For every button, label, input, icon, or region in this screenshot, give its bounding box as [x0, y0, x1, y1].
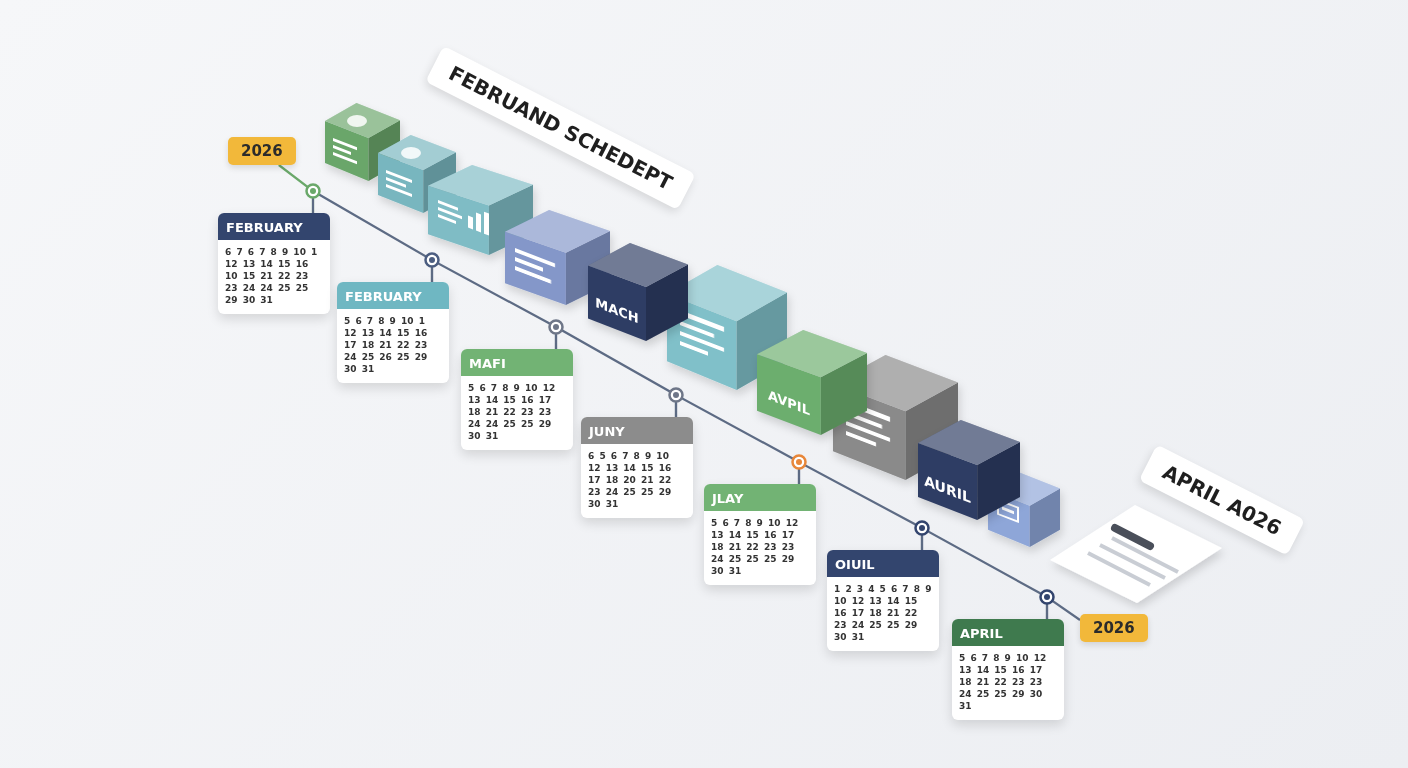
- calendar-days: 6 7 6 7 8 9 10 1 12 13 14 15 16 10 15 21…: [225, 246, 323, 306]
- cube-body: [918, 420, 1020, 520]
- year-tag: 2026: [228, 137, 296, 165]
- timeline-dot: [670, 389, 683, 402]
- card-body: 5 6 7 8 9 10 1 12 13 14 15 16 17 18 21 2…: [337, 309, 449, 383]
- icon: [401, 147, 421, 159]
- icon: [438, 194, 489, 237]
- timeline-dot-core: [796, 459, 802, 465]
- cube-body: [757, 330, 867, 435]
- document-icon: [1050, 505, 1222, 603]
- timeline-dot-core: [310, 188, 316, 194]
- label-text: FEBRUAND SCHEDEPT: [445, 61, 676, 195]
- timeline-dot: [793, 456, 806, 469]
- timeline-dot-core: [1044, 594, 1050, 600]
- card-header: JUNY: [581, 417, 693, 444]
- month-cube: AVPIL: [757, 330, 867, 435]
- card-body: 5 6 7 8 9 10 12 13 14 15 16 17 18 21 22 …: [952, 646, 1064, 720]
- cube-row: [325, 103, 1060, 547]
- title-label: APRIL A026: [1139, 445, 1305, 556]
- cube-shape: [757, 330, 867, 435]
- timeline-dot-core: [553, 324, 559, 330]
- month-name: MAFI: [469, 356, 506, 371]
- card-header: JLAY: [704, 484, 816, 511]
- timeline-dot: [916, 522, 929, 535]
- card-header: OIUIL: [827, 550, 939, 577]
- card-header: MAFI: [461, 349, 573, 376]
- document-line: [1088, 553, 1150, 585]
- calendar-card: JUNY 6 5 6 7 8 9 10 12 13 14 15 16 17 18 …: [581, 417, 693, 518]
- month-name: JUNY: [589, 424, 625, 439]
- label-text: APRIL A026: [1159, 460, 1286, 540]
- card-body: 6 7 6 7 8 9 10 1 12 13 14 15 16 10 15 21…: [218, 240, 330, 314]
- month-name: FEBRUARY: [226, 220, 303, 235]
- calendar-days: 5 6 7 8 9 10 12 13 14 15 16 17 18 21 22 …: [711, 517, 809, 577]
- timeline-connector: [922, 528, 1047, 619]
- calendar-days: 5 6 7 8 9 10 1 12 13 14 15 16 17 18 21 2…: [344, 315, 442, 375]
- month-name: APRIL: [960, 626, 1003, 641]
- year-tag: 2026: [1080, 614, 1148, 642]
- calendar-days: 1 2 3 4 5 6 7 8 9 10 12 13 14 15 16 17 1…: [834, 583, 932, 643]
- card-header: FEBRUARY: [337, 282, 449, 309]
- calendar-card: JLAY 5 6 7 8 9 10 12 13 14 15 16 17 18 21…: [704, 484, 816, 585]
- card-body: 5 6 7 8 9 10 12 13 14 15 16 17 18 21 22 …: [704, 511, 816, 585]
- timeline-connector: [313, 191, 432, 282]
- card-body: 6 5 6 7 8 9 10 12 13 14 15 16 17 18 20 2…: [581, 444, 693, 518]
- timeline-dot-core: [429, 257, 435, 263]
- card-body: 5 6 7 8 9 10 12 13 14 15 16 17 18 21 22 …: [461, 376, 573, 450]
- title-label: FEBRUAND SCHEDEPT: [425, 46, 696, 210]
- calendar-card: FEBRUARY 6 7 6 7 8 9 10 1 12 13 14 15 16 …: [218, 213, 330, 314]
- calendar-days: 6 5 6 7 8 9 10 12 13 14 15 16 17 18 20 2…: [588, 450, 686, 510]
- month-name: FEBRUARY: [345, 289, 422, 304]
- year-text: 2026: [1093, 619, 1135, 637]
- calendar-card: OIUIL 1 2 3 4 5 6 7 8 9 10 12 13 14 15 16…: [827, 550, 939, 651]
- document-sheet: [1050, 505, 1222, 603]
- icon: [347, 115, 367, 127]
- timeline-dot: [426, 254, 439, 267]
- cube-body: [588, 243, 688, 341]
- timeline-dot-core: [919, 525, 925, 531]
- timeline-connector: [432, 260, 556, 349]
- month-cube: AURIL: [918, 420, 1020, 520]
- timeline-dot: [550, 321, 563, 334]
- icon: [515, 248, 555, 285]
- card-header: APRIL: [952, 619, 1064, 646]
- document-line: [1112, 538, 1178, 572]
- card-body: 1 2 3 4 5 6 7 8 9 10 12 13 14 15 16 17 1…: [827, 577, 939, 651]
- timeline-dot: [1041, 591, 1054, 604]
- month-name: OIUIL: [835, 557, 875, 572]
- month-name: JLAY: [712, 491, 743, 506]
- calendar-days: 5 6 7 8 9 10 12 13 14 15 16 17 18 21 22 …: [959, 652, 1057, 712]
- month-cube: MACH: [588, 243, 688, 341]
- calendar-card: APRIL 5 6 7 8 9 10 12 13 14 15 16 17 18 2…: [952, 619, 1064, 720]
- timeline-dot: [307, 185, 320, 198]
- calendar-card: MAFI 5 6 7 8 9 10 12 13 14 15 16 17 18 21…: [461, 349, 573, 450]
- timeline-connector: [799, 462, 922, 550]
- timeline-connector: [556, 327, 676, 417]
- year-text: 2026: [241, 142, 283, 160]
- calendar-card: FEBRUARY 5 6 7 8 9 10 1 12 13 14 15 16 17…: [337, 282, 449, 383]
- icon: [333, 138, 357, 164]
- card-header: FEBRUARY: [218, 213, 330, 240]
- icon: [386, 170, 412, 197]
- calendar-days: 5 6 7 8 9 10 12 13 14 15 16 17 18 21 22 …: [468, 382, 566, 442]
- timeline-dot-core: [673, 392, 679, 398]
